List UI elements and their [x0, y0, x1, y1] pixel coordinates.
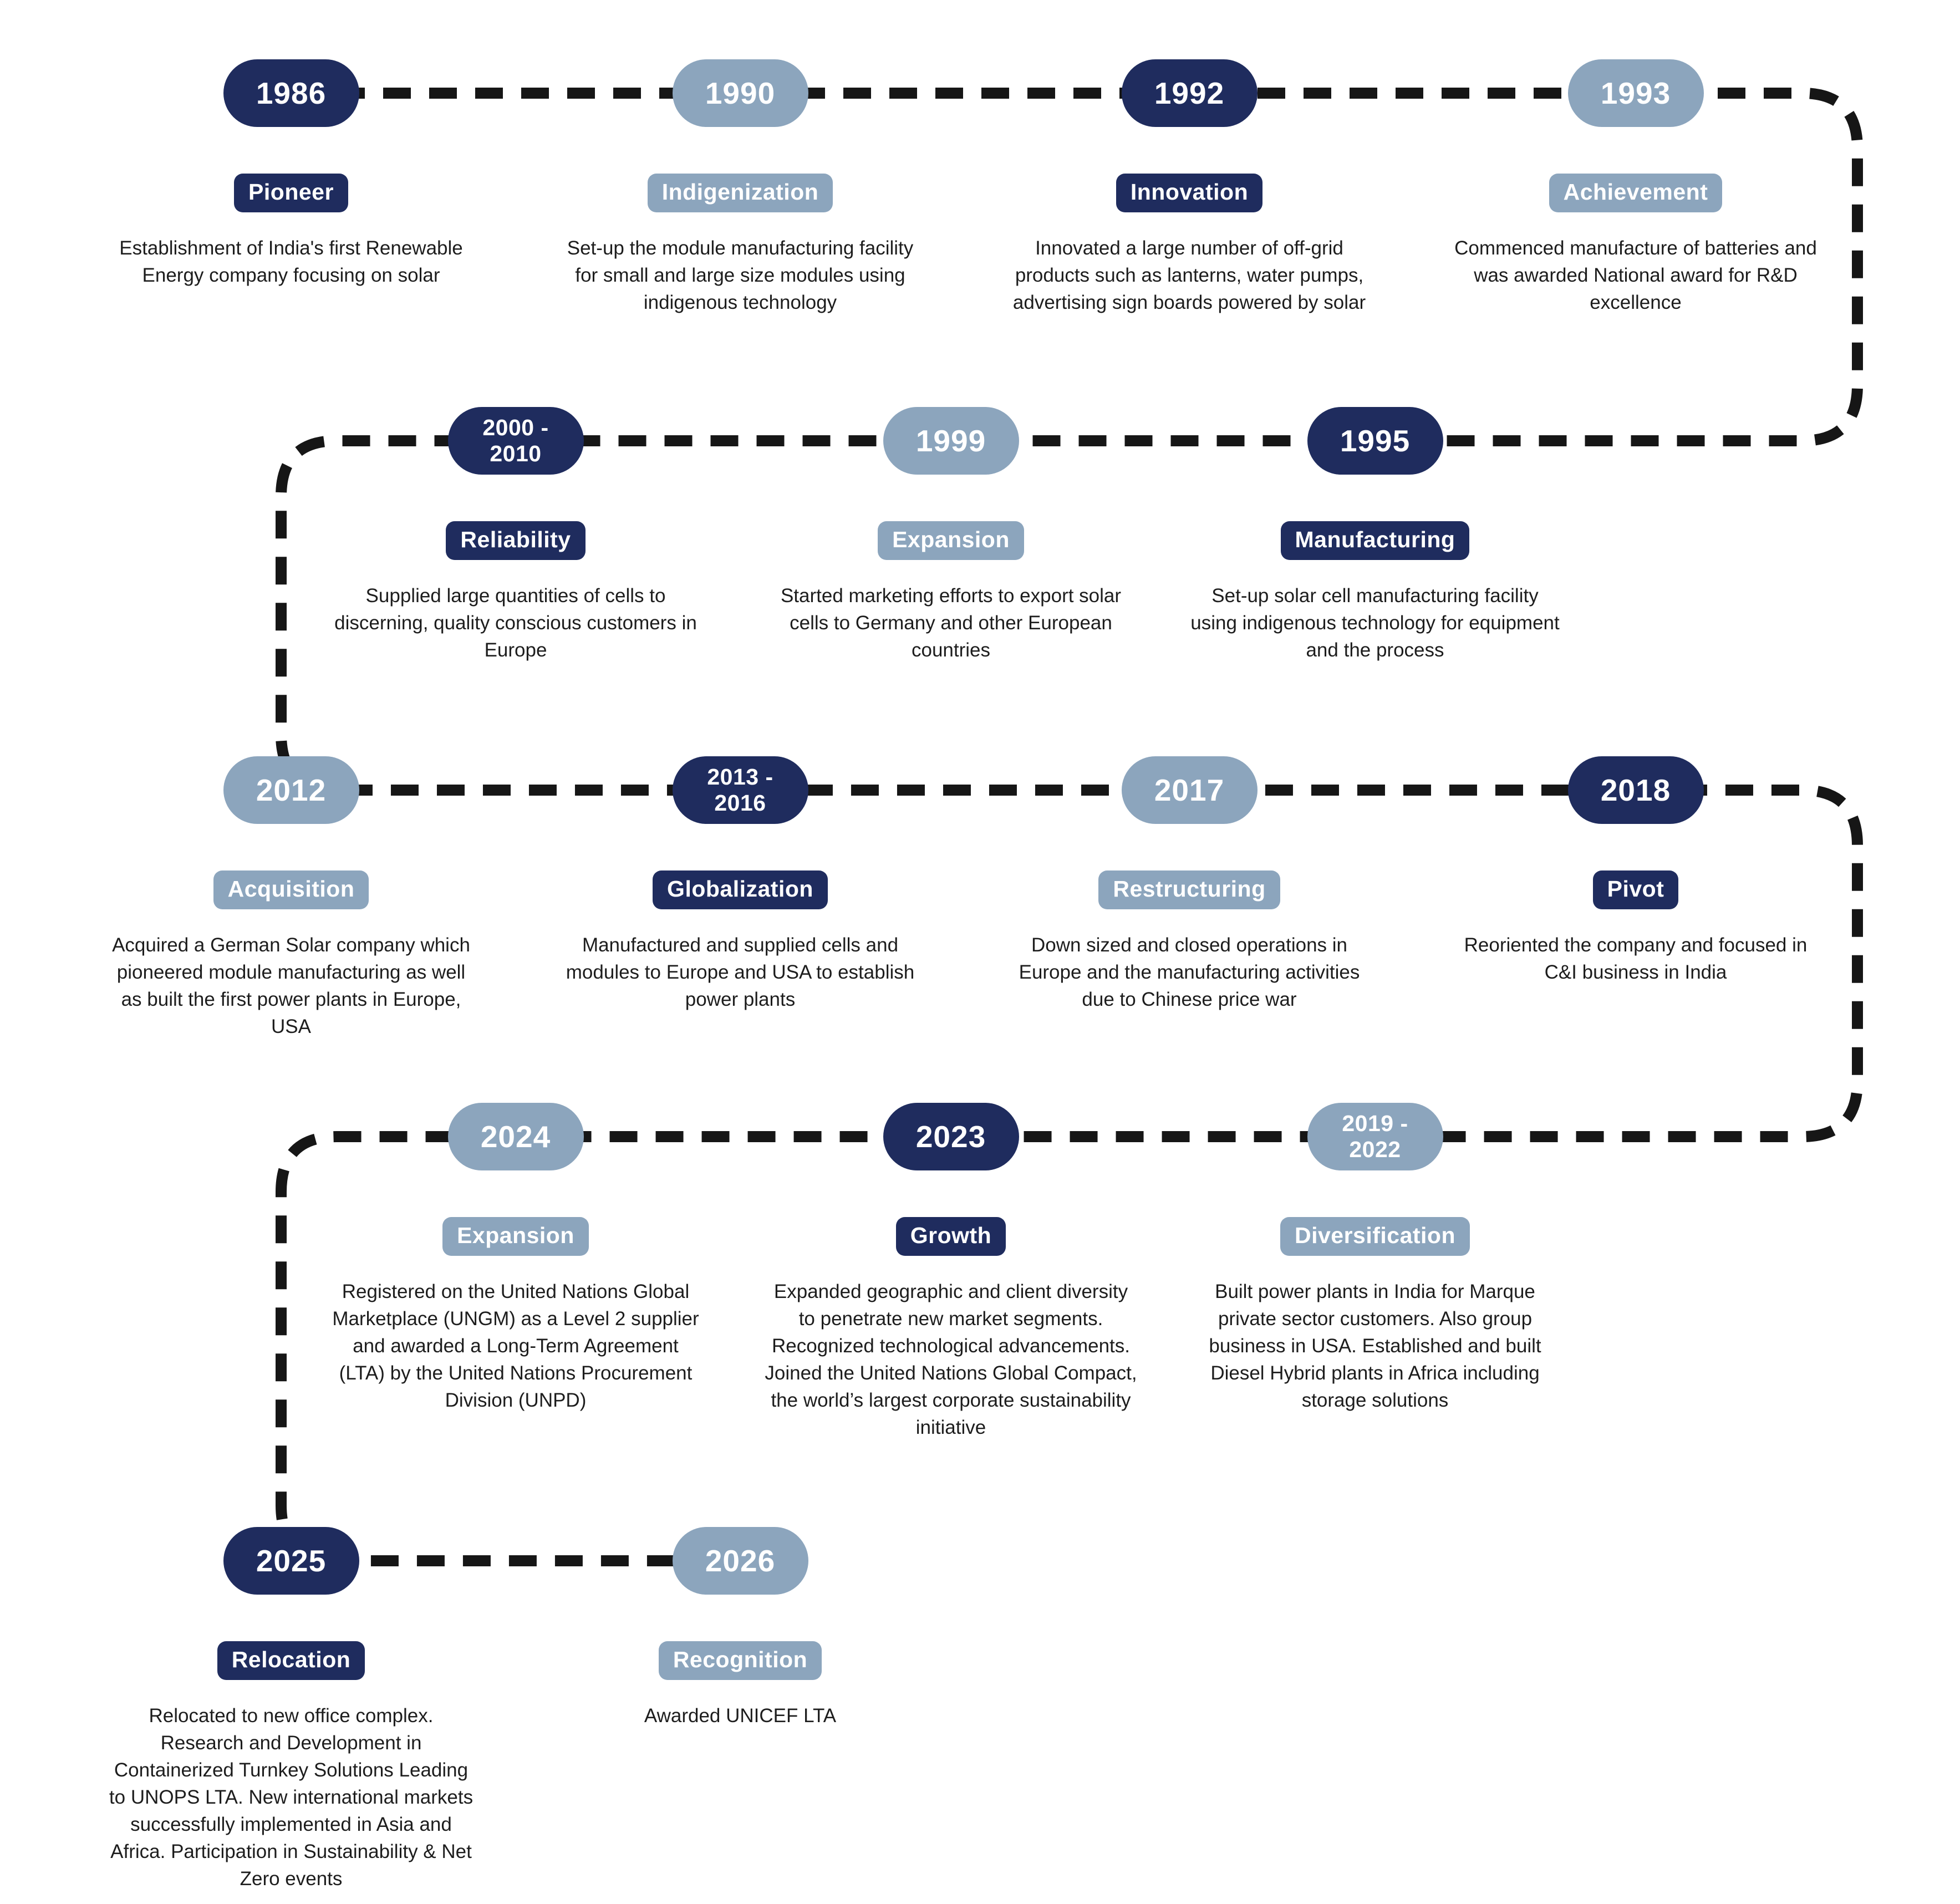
category-badge: Innovation [1116, 174, 1263, 212]
milestone-description: Registered on the United Nations Global … [332, 1281, 699, 1411]
year-pill: 1990 [672, 59, 808, 127]
category-badge: Growth [895, 1217, 1006, 1256]
category-badge: Recognition [658, 1641, 822, 1680]
year-pill: 2023 [883, 1103, 1019, 1170]
milestone-description: Set-up solar cell manufacturing facility… [1190, 585, 1560, 661]
category-badge: Achievement [1549, 174, 1723, 212]
year-pill: 2018 [1567, 756, 1704, 824]
timeline-node-2018: 2018 Pivot Reoriented the company and fo… [1442, 756, 1830, 986]
timeline-node-2023: 2023 Growth Expanded geographic and clie… [757, 1103, 1145, 1441]
category-badge: Pioneer [234, 174, 348, 212]
milestone-description: Down sized and closed operations in Euro… [1019, 934, 1360, 1010]
milestone-description: Started marketing efforts to export sola… [780, 585, 1122, 661]
badge-row: Expansion [757, 521, 1145, 560]
year-pill: 1995 [1307, 407, 1443, 475]
badge-row: Manufacturing [1181, 521, 1569, 560]
year-pill: 1999 [883, 407, 1019, 475]
milestone-description: Establishment of India's first Renewable… [119, 237, 463, 286]
year-pill: 1986 [223, 59, 359, 127]
timeline-node-2000-2010: 2000 - 2010 Reliability Supplied large q… [322, 407, 710, 664]
badge-row: Globalization [546, 870, 934, 909]
timeline-node-2017: 2017 Restructuring Down sized and closed… [995, 756, 1383, 1013]
year-pill: 2025 [223, 1527, 359, 1595]
milestone-description: Reoriented the company and focused in C&… [1464, 934, 1808, 983]
category-badge: Reliability [446, 521, 586, 560]
year-pill: 2012 [223, 756, 359, 824]
timeline-node-1999: 1999 Expansion Started marketing efforts… [757, 407, 1145, 664]
badge-row: Restructuring [995, 870, 1383, 909]
badge-row: Pioneer [97, 174, 485, 212]
category-badge: Diversification [1280, 1217, 1470, 1256]
year-pill: 2013 - 2016 [672, 756, 808, 824]
category-badge: Acquisition [213, 870, 369, 909]
category-badge: Restructuring [1098, 870, 1280, 909]
timeline-node-1986: 1986 Pioneer Establishment of India's fi… [97, 59, 485, 289]
category-badge: Expansion [878, 521, 1024, 560]
year-pill: 1993 [1567, 59, 1704, 127]
timeline-node-1995: 1995 Manufacturing Set-up solar cell man… [1181, 407, 1569, 664]
milestone-description: Acquired a German Solar company which pi… [112, 934, 470, 1037]
timeline-node-2012: 2012 Acquisition Acquired a German Solar… [97, 756, 485, 1040]
badge-row: Relocation [97, 1641, 485, 1680]
timeline-node-1992: 1992 Innovation Innovated a large number… [995, 59, 1383, 316]
timeline-node-2013-2016: 2013 - 2016 Globalization Manufactured a… [546, 756, 934, 1013]
timeline-node-2019-2022: 2019 - 2022 Diversification Built power … [1181, 1103, 1569, 1414]
category-badge: Indigenization [647, 174, 833, 212]
badge-row: Achievement [1442, 174, 1830, 212]
year-pill: 1992 [1121, 59, 1258, 127]
badge-row: Innovation [995, 174, 1383, 212]
year-pill: 2024 [447, 1103, 584, 1170]
category-badge: Expansion [442, 1217, 589, 1256]
timeline-node-1993: 1993 Achievement Commenced manufacture o… [1442, 59, 1830, 316]
category-badge: Relocation [217, 1641, 365, 1680]
category-badge: Manufacturing [1280, 521, 1470, 560]
year-pill: 2026 [672, 1527, 808, 1595]
category-badge: Globalization [653, 870, 828, 909]
dashed-connector-path [276, 88, 1863, 1566]
milestone-description: Commenced manufacture of batteries and w… [1454, 237, 1817, 313]
year-pill: 2019 - 2022 [1307, 1103, 1443, 1170]
badge-row: Indigenization [546, 174, 934, 212]
badge-row: Diversification [1181, 1217, 1569, 1256]
milestone-description: Expanded geographic and client diversity… [765, 1281, 1137, 1438]
milestone-description: Set-up the module manufacturing facility… [567, 237, 914, 313]
badge-row: Acquisition [97, 870, 485, 909]
timeline-node-1990: 1990 Indigenization Set-up the module ma… [546, 59, 934, 316]
milestone-description: Supplied large quantities of cells to di… [334, 585, 697, 661]
category-badge: Pivot [1592, 870, 1679, 909]
badge-row: Growth [757, 1217, 1145, 1256]
milestone-description: Relocated to new office complex. Researc… [109, 1705, 474, 1890]
milestone-description: Awarded UNICEF LTA [644, 1705, 837, 1727]
milestone-description: Innovated a large number of off-grid pro… [1012, 237, 1366, 313]
milestone-description: Built power plants in India for Marque p… [1209, 1281, 1541, 1411]
year-pill: 2000 - 2010 [447, 407, 584, 475]
badge-row: Reliability [322, 521, 710, 560]
timeline-node-2024: 2024 Expansion Registered on the United … [322, 1103, 710, 1414]
milestone-description: Manufactured and supplied cells and modu… [566, 934, 915, 1010]
badge-row: Recognition [546, 1641, 934, 1680]
year-pill: 2017 [1121, 756, 1258, 824]
timeline-node-2026: 2026 Recognition Awarded UNICEF LTA [546, 1527, 934, 1729]
badge-row: Expansion [322, 1217, 710, 1256]
timeline-node-2025: 2025 Relocation Relocated to new office … [97, 1527, 485, 1892]
badge-row: Pivot [1442, 870, 1830, 909]
